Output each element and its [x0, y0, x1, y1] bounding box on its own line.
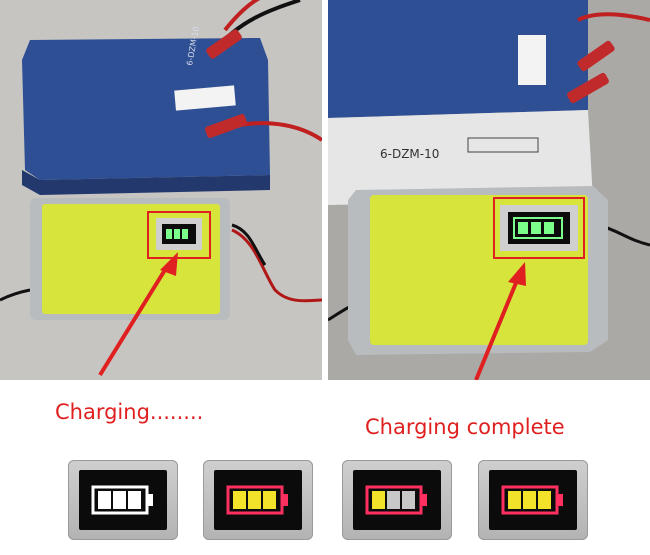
battery-bar-1: [233, 491, 246, 509]
indicator-1: [68, 460, 178, 540]
battery-bar-3: [128, 491, 141, 509]
indicator-4: [478, 460, 588, 540]
caption-charging: Charging........: [55, 400, 204, 424]
arrow-line: [474, 277, 520, 380]
battery-code: 6-DZM-10: [380, 147, 439, 161]
cable-left: [0, 288, 31, 302]
battery-bar-3: [263, 491, 276, 509]
photo-charging: 6-DZM-10: [0, 0, 322, 380]
battery-bar-3: [402, 491, 415, 509]
highlight-box: [147, 211, 211, 259]
battery-bar-1: [372, 491, 385, 509]
battery-bar-2: [248, 491, 261, 509]
display-bar-3: [544, 222, 554, 234]
battery-tip: [422, 494, 427, 506]
battery-outline: [226, 485, 284, 515]
indicator-battery-1: [91, 485, 153, 515]
battery-body: [22, 38, 270, 180]
cable-red-mid: [239, 121, 322, 142]
indicator-battery-4: [501, 485, 563, 515]
caption-complete: Charging complete: [365, 415, 565, 439]
clamp-mid: [567, 72, 609, 104]
battery-front: [328, 110, 593, 205]
complete-photo-drawing: 6-DZM-10: [328, 0, 650, 380]
battery-label-box: [467, 137, 539, 153]
battery-outline: [501, 485, 559, 515]
battery-bar-1: [508, 491, 521, 509]
battery-sticker: [174, 85, 236, 111]
indicator-2: [203, 460, 313, 540]
charging-photo-drawing: 6-DZM-10: [0, 0, 322, 380]
clamp-top: [206, 29, 242, 59]
cable-red-charger: [231, 228, 322, 303]
photo-complete: 6-DZM-10: [328, 0, 650, 380]
arrow-head: [508, 262, 526, 286]
battery-bar-1: [98, 491, 111, 509]
highlight-box: [493, 197, 585, 259]
display-bar-2: [531, 222, 541, 234]
display-bar-1: [166, 229, 172, 239]
indicator-3: [342, 460, 452, 540]
clamp-mid: [205, 114, 247, 138]
battery-outline: [365, 485, 423, 515]
battery-body: [328, 0, 588, 118]
battery-tip: [558, 494, 563, 506]
arrow-line: [98, 263, 170, 377]
indicator-battery-3: [365, 485, 427, 515]
arrow-head: [160, 252, 178, 276]
cable-red-top: [223, 0, 261, 32]
clamp-top: [577, 40, 615, 72]
battery-tip: [148, 494, 153, 506]
battery-bar-3: [538, 491, 551, 509]
cable-black-charger: [231, 223, 267, 266]
indicator-battery-2: [226, 485, 288, 515]
battery-tip: [283, 494, 288, 506]
battery-front: [22, 170, 270, 195]
photo-divider: [322, 0, 328, 380]
display-bar-1: [518, 222, 528, 234]
display-bar-3: [182, 229, 188, 239]
display-bar-2: [174, 229, 180, 239]
cable-red-top: [577, 12, 650, 22]
display-outline: [513, 217, 563, 239]
battery-bar-2: [113, 491, 126, 509]
battery-bar-2: [387, 491, 400, 509]
battery-sticker: [518, 35, 546, 85]
battery-outline: [91, 485, 149, 515]
battery-bar-2: [523, 491, 536, 509]
